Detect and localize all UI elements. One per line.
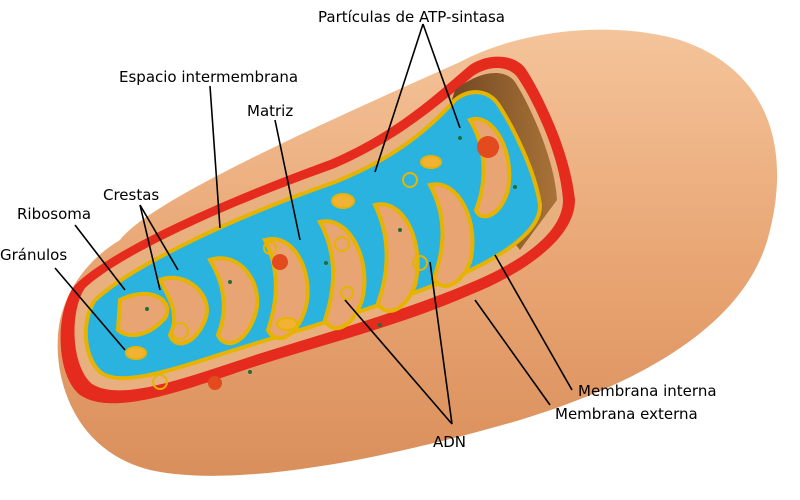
label-dna: ADN: [433, 433, 466, 451]
ribosome: [331, 193, 355, 209]
granules: [208, 136, 499, 390]
label-matrix: Matriz: [247, 102, 293, 120]
label-outer-membrane: Membrana externa: [555, 405, 698, 423]
leader-outer-membrane: [474, 299, 551, 406]
ribosomes: [125, 155, 442, 360]
label-ribosome: Ribosoma: [17, 205, 91, 223]
label-inner-membrane: Membrana interna: [578, 382, 717, 400]
leader-cristae-2: [139, 204, 161, 291]
ribosome: [276, 317, 298, 331]
dna-rings: [152, 172, 428, 390]
ribosome: [420, 155, 442, 169]
leader-lines: [54, 23, 573, 425]
granule: [208, 376, 222, 390]
leader-ribosome: [74, 224, 126, 291]
dna-ring: [152, 374, 168, 390]
dna-ring: [334, 236, 350, 252]
leader-matrix: [274, 119, 301, 241]
leader-dna-2: [429, 261, 453, 425]
dna-ring: [171, 322, 189, 340]
dna-ring: [402, 172, 418, 188]
label-granules: Gránulos: [0, 246, 67, 264]
leader-dna-1: [344, 299, 453, 425]
granule-atp: [477, 136, 499, 158]
leader-intermembrane: [209, 85, 221, 229]
labels: Partículas de ATP-sintasa Espacio interm…: [0, 8, 717, 451]
ribosome: [125, 346, 147, 360]
leader-granules: [54, 267, 126, 351]
dna-ring: [340, 286, 354, 300]
label-atp-synthase: Partículas de ATP-sintasa: [318, 8, 505, 26]
leader-inner-membrane: [494, 254, 573, 391]
leader-cristae-1: [139, 204, 179, 271]
dna-ring: [412, 255, 428, 271]
label-cristae: Crestas: [103, 186, 159, 204]
granule: [272, 254, 288, 270]
leader-atp-1: [374, 23, 424, 173]
matrix-dots: [145, 136, 517, 374]
leader-atp-2: [422, 23, 461, 129]
cristae-group: [115, 116, 512, 346]
label-intermembrane-space: Espacio intermembrana: [119, 68, 298, 86]
dna-ring: [263, 241, 277, 255]
